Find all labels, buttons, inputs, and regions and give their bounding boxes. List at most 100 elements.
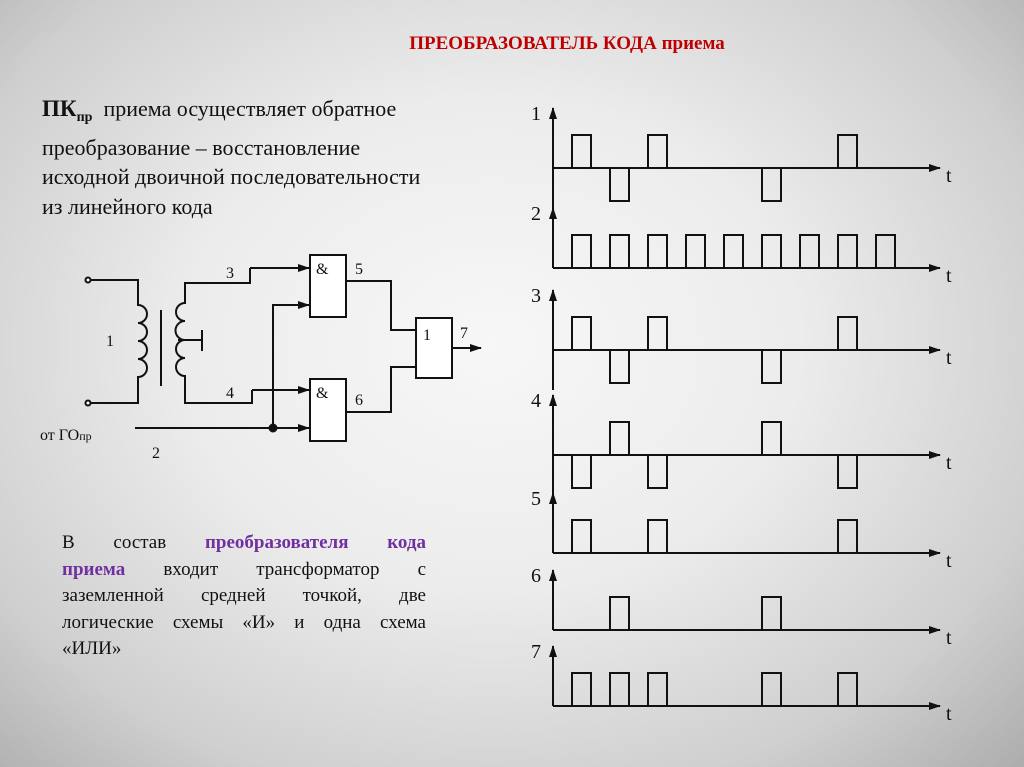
secondary-winding	[174, 268, 253, 404]
pulse-positive	[761, 234, 782, 268]
pulse-positive	[647, 519, 668, 553]
pulse-positive	[837, 134, 858, 168]
pulse-positive	[609, 421, 630, 455]
circuit-labels: 1 2 3 4 5 6 7 & & 1 от ГОпр	[40, 261, 468, 462]
pulse-positive	[837, 519, 858, 553]
wire-clock-branch	[272, 301, 310, 428]
plot-label: 4	[531, 390, 541, 412]
slide-title: ПРЕОБРАЗОВАТЕЛЬ КОДА приема	[0, 33, 1024, 55]
intro-paragraph: ПКпр приема осуществляет обратное преобр…	[42, 94, 420, 221]
time-axis-label: t	[946, 550, 952, 572]
pulse-negative	[837, 455, 858, 489]
pulse-negative	[761, 350, 782, 384]
and-symbol-2: &	[316, 385, 329, 402]
timing-plot-2: 2t	[531, 203, 952, 287]
pulse-positive	[609, 672, 630, 706]
pulse-positive	[571, 234, 592, 268]
intro-line-3: исходной двоичной последовательности	[42, 164, 421, 189]
desc-text: входит трансформатор с	[125, 558, 426, 580]
intro-line-4: из линейного кода	[42, 193, 213, 219]
pulse-positive	[647, 134, 668, 168]
title-suffix: приема	[656, 33, 725, 54]
pulse-negative	[571, 455, 592, 489]
and-gate-1	[309, 254, 347, 318]
pulse-positive	[647, 234, 668, 268]
pulse-positive	[761, 596, 782, 630]
pulse-positive	[647, 672, 668, 706]
title-main: ПРЕОБРАЗОВАТЕЛЬ КОДА	[409, 33, 657, 54]
pulse-positive	[799, 234, 820, 268]
label-1: 1	[106, 333, 114, 350]
pulse-positive	[571, 134, 592, 168]
time-axis-label: t	[946, 627, 952, 649]
abbr-sub: пр	[76, 110, 93, 125]
plot-label: 3	[531, 285, 541, 307]
pulse-positive	[609, 596, 630, 630]
desc-line-1: В состав преобразователя кода	[62, 530, 426, 557]
pulse-positive	[571, 519, 592, 553]
plot-label: 7	[531, 641, 541, 663]
pulse-negative	[609, 168, 630, 202]
label-6: 6	[355, 392, 363, 409]
primary-winding	[91, 279, 148, 404]
pulse-positive	[761, 672, 782, 706]
time-axis-label: t	[946, 347, 952, 369]
pulse-positive	[837, 316, 858, 350]
desc-line-4: логические схемы «И» и одна схема	[62, 611, 426, 633]
description-paragraph: В состав преобразователя кода приема вхо…	[62, 530, 426, 663]
wire-6	[346, 366, 416, 413]
clock-source-text: от ГО	[40, 427, 79, 444]
input-terminal-bottom	[84, 399, 92, 407]
timing-plot-1: 1t	[531, 103, 952, 208]
pulse-positive	[571, 316, 592, 350]
pulse-positive	[609, 234, 630, 268]
pulse-positive	[685, 234, 706, 268]
label-7: 7	[460, 325, 468, 342]
pulse-negative	[647, 455, 668, 489]
or-gate	[415, 317, 453, 379]
and-symbol-1: &	[316, 261, 329, 278]
time-axis-label: t	[946, 165, 952, 187]
desc-line-5: «ИЛИ»	[62, 638, 122, 659]
circuit-diagram	[84, 254, 482, 442]
label-3: 3	[226, 265, 234, 282]
desc-highlight: преобразователя кода	[204, 532, 426, 553]
intro-line-2: преобразование – восстановление	[42, 134, 361, 160]
time-axis-label: t	[946, 265, 952, 287]
desc-line-2: приема входит трансформатор с	[62, 557, 426, 584]
clock-source-label: от ГОпр	[40, 427, 92, 444]
junction-dot	[268, 423, 278, 433]
input-terminal-top	[84, 276, 92, 284]
timing-plot-7: 7t	[531, 641, 952, 725]
center-tap-ground	[178, 330, 203, 351]
desc-text: В состав	[62, 532, 205, 553]
abbreviation: ПКпр	[42, 96, 92, 125]
pulse-positive	[761, 421, 782, 455]
plot-label: 6	[531, 565, 541, 587]
time-axis-label: t	[946, 703, 952, 725]
time-axis-label: t	[946, 452, 952, 474]
label-5: 5	[355, 261, 363, 278]
pulse-positive	[571, 672, 592, 706]
timing-plot-3: 3t	[531, 285, 952, 390]
timing-plot-4: 4t	[531, 390, 952, 495]
or-symbol: 1	[423, 327, 431, 344]
pulse-positive	[837, 234, 858, 268]
wire-5	[346, 280, 416, 331]
pulse-positive	[875, 234, 896, 268]
label-4: 4	[226, 385, 234, 402]
pulse-negative	[761, 168, 782, 202]
plot-label: 2	[531, 203, 541, 225]
desc-line-3: заземленной средней точкой, две	[62, 585, 426, 606]
abbr-text: ПК	[42, 96, 77, 121]
pulse-negative	[609, 350, 630, 384]
label-2: 2	[152, 445, 160, 462]
plot-label: 5	[531, 488, 541, 510]
and-gate-2	[309, 378, 347, 442]
timing-plot-6: 6t	[531, 565, 952, 649]
pulse-positive	[837, 672, 858, 706]
pulse-positive	[647, 316, 668, 350]
plot-label: 1	[531, 103, 541, 125]
desc-highlight: приема	[62, 558, 126, 580]
